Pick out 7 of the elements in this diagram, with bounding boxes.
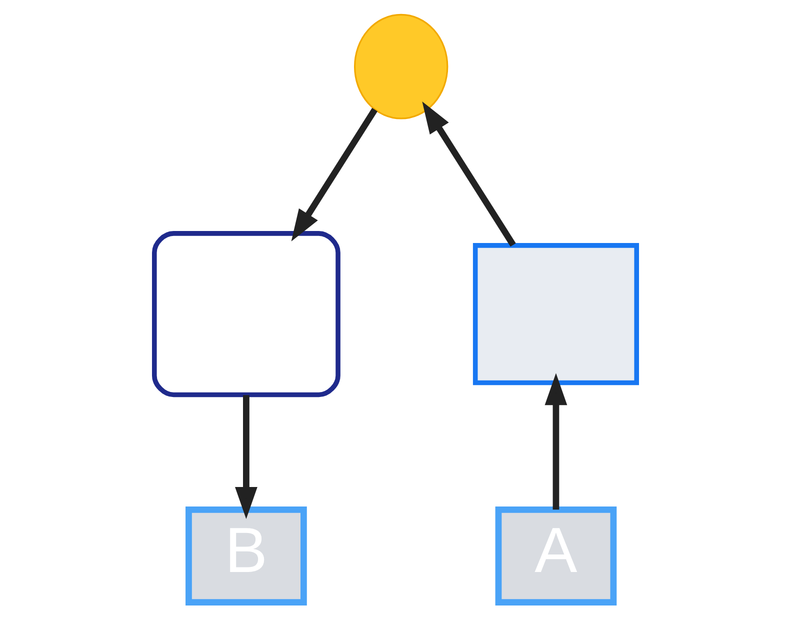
node-lightbulb (353, 14, 448, 120)
arrow (234, 395, 257, 519)
arrow (422, 101, 516, 247)
node-table (151, 231, 340, 398)
arrow (544, 373, 567, 510)
arrow (290, 108, 378, 242)
node-chart (472, 243, 638, 386)
